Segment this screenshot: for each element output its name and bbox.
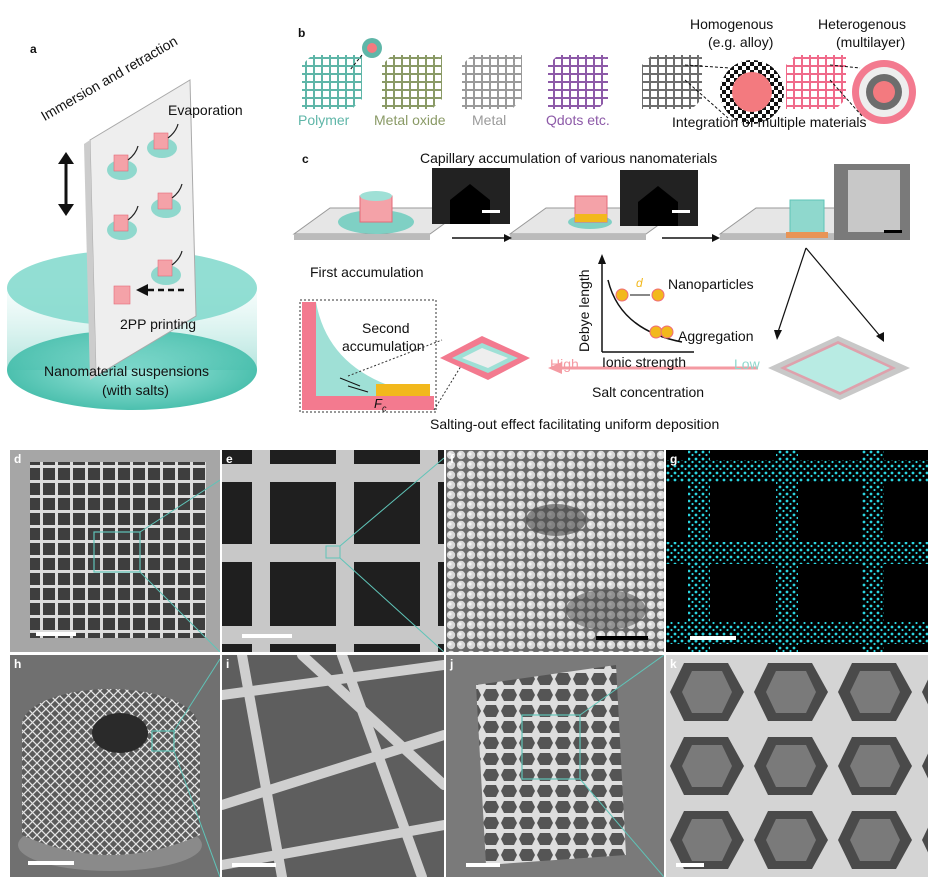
debye-length-label: Debye length bbox=[576, 269, 592, 352]
micrograph-d-image bbox=[10, 450, 220, 652]
salt-concentration-label: Salt concentration bbox=[592, 384, 705, 400]
first-accumulation-label: First accumulation bbox=[310, 264, 424, 280]
micrograph-k: k bbox=[666, 655, 928, 877]
capillary-title: Capillary accumulation of various nanoma… bbox=[420, 150, 718, 166]
panel-a: a Immersion and retraction Evaporation 2… bbox=[0, 30, 285, 430]
micrograph-h-image bbox=[10, 655, 220, 877]
heterogenous-label: Heterogenous bbox=[818, 16, 906, 32]
low-label: Low bbox=[734, 356, 760, 372]
salting-out-label: Salting-out effect facilitating uniform … bbox=[430, 416, 720, 432]
micrograph-j-image bbox=[446, 655, 664, 877]
micrograph-h: h bbox=[10, 655, 220, 877]
distance-label: d bbox=[636, 276, 643, 290]
panel-b: b Polymer Meta bbox=[290, 10, 930, 140]
scale-bar-g bbox=[690, 636, 736, 640]
material-qdots: Qdots etc. bbox=[546, 112, 610, 128]
force-subscript: c bbox=[381, 403, 387, 414]
panel-f-letter: f bbox=[450, 452, 454, 466]
suspension-label-1: Nanomaterial suspensions bbox=[44, 363, 209, 379]
printing-label: 2PP printing bbox=[120, 316, 197, 332]
micrograph-k-image bbox=[666, 655, 928, 877]
scale-bar-k bbox=[676, 863, 704, 867]
micrograph-j: j bbox=[446, 655, 664, 877]
scale-bar-f bbox=[596, 636, 648, 640]
panel-c-letter: c bbox=[302, 152, 309, 166]
panel-a-letter: a bbox=[30, 42, 37, 56]
scale-bar-d bbox=[36, 632, 76, 636]
panel-i-letter: i bbox=[226, 657, 230, 671]
panel-c: c Capillary accumulation of various nano… bbox=[290, 140, 930, 440]
high-label: High bbox=[550, 356, 579, 372]
panel-e-letter: e bbox=[226, 452, 233, 466]
micrograph-f-image bbox=[446, 450, 664, 652]
micrograph-g-image bbox=[666, 450, 928, 652]
suspension-label-2: (with salts) bbox=[102, 382, 169, 398]
panel-h-letter: h bbox=[14, 657, 22, 671]
material-polymer: Polymer bbox=[298, 112, 350, 128]
micrograph-g: g bbox=[666, 450, 928, 652]
panel-d-letter: d bbox=[14, 452, 22, 466]
micrograph-d: d bbox=[10, 450, 220, 652]
ionic-strength-label: Ionic strength bbox=[602, 354, 687, 370]
panel-g-letter: g bbox=[670, 452, 678, 466]
panel-c-illustration bbox=[292, 164, 910, 413]
second-accumulation-label-1: Second bbox=[362, 320, 410, 336]
micrograph-i-image bbox=[222, 655, 444, 877]
scale-bar-h bbox=[28, 861, 74, 865]
integration-label: Integration of multiple materials bbox=[672, 114, 867, 130]
homogenous-label: Homogenous bbox=[690, 16, 774, 32]
micrograph-f: f bbox=[446, 450, 664, 652]
nanoparticles-label: Nanoparticles bbox=[668, 276, 754, 292]
panel-b-letter: b bbox=[298, 26, 306, 40]
material-metal-oxide: Metal oxide bbox=[374, 112, 446, 128]
evaporation-label: Evaporation bbox=[168, 102, 243, 118]
aggregation-label: Aggregation bbox=[678, 328, 754, 344]
micrograph-i: i bbox=[222, 655, 444, 877]
material-lattices bbox=[302, 38, 916, 124]
scale-bar-i bbox=[232, 863, 276, 867]
micrograph-e: e bbox=[222, 450, 444, 652]
panel-j-letter: j bbox=[450, 657, 454, 671]
heterogenous-sub-label: (multilayer) bbox=[836, 34, 906, 50]
homogenous-sub-label: (e.g. alloy) bbox=[708, 34, 774, 50]
micrograph-e-image bbox=[222, 450, 444, 652]
scale-bar-e bbox=[242, 634, 292, 638]
material-metal: Metal bbox=[472, 112, 507, 128]
scale-bar-j bbox=[466, 863, 500, 867]
force-label: Fc bbox=[374, 396, 386, 414]
panel-k-letter: k bbox=[670, 657, 677, 671]
second-accumulation-label-2: accumulation bbox=[342, 338, 425, 354]
panel-a-illustration bbox=[7, 79, 257, 410]
force-symbol: F bbox=[374, 396, 382, 411]
